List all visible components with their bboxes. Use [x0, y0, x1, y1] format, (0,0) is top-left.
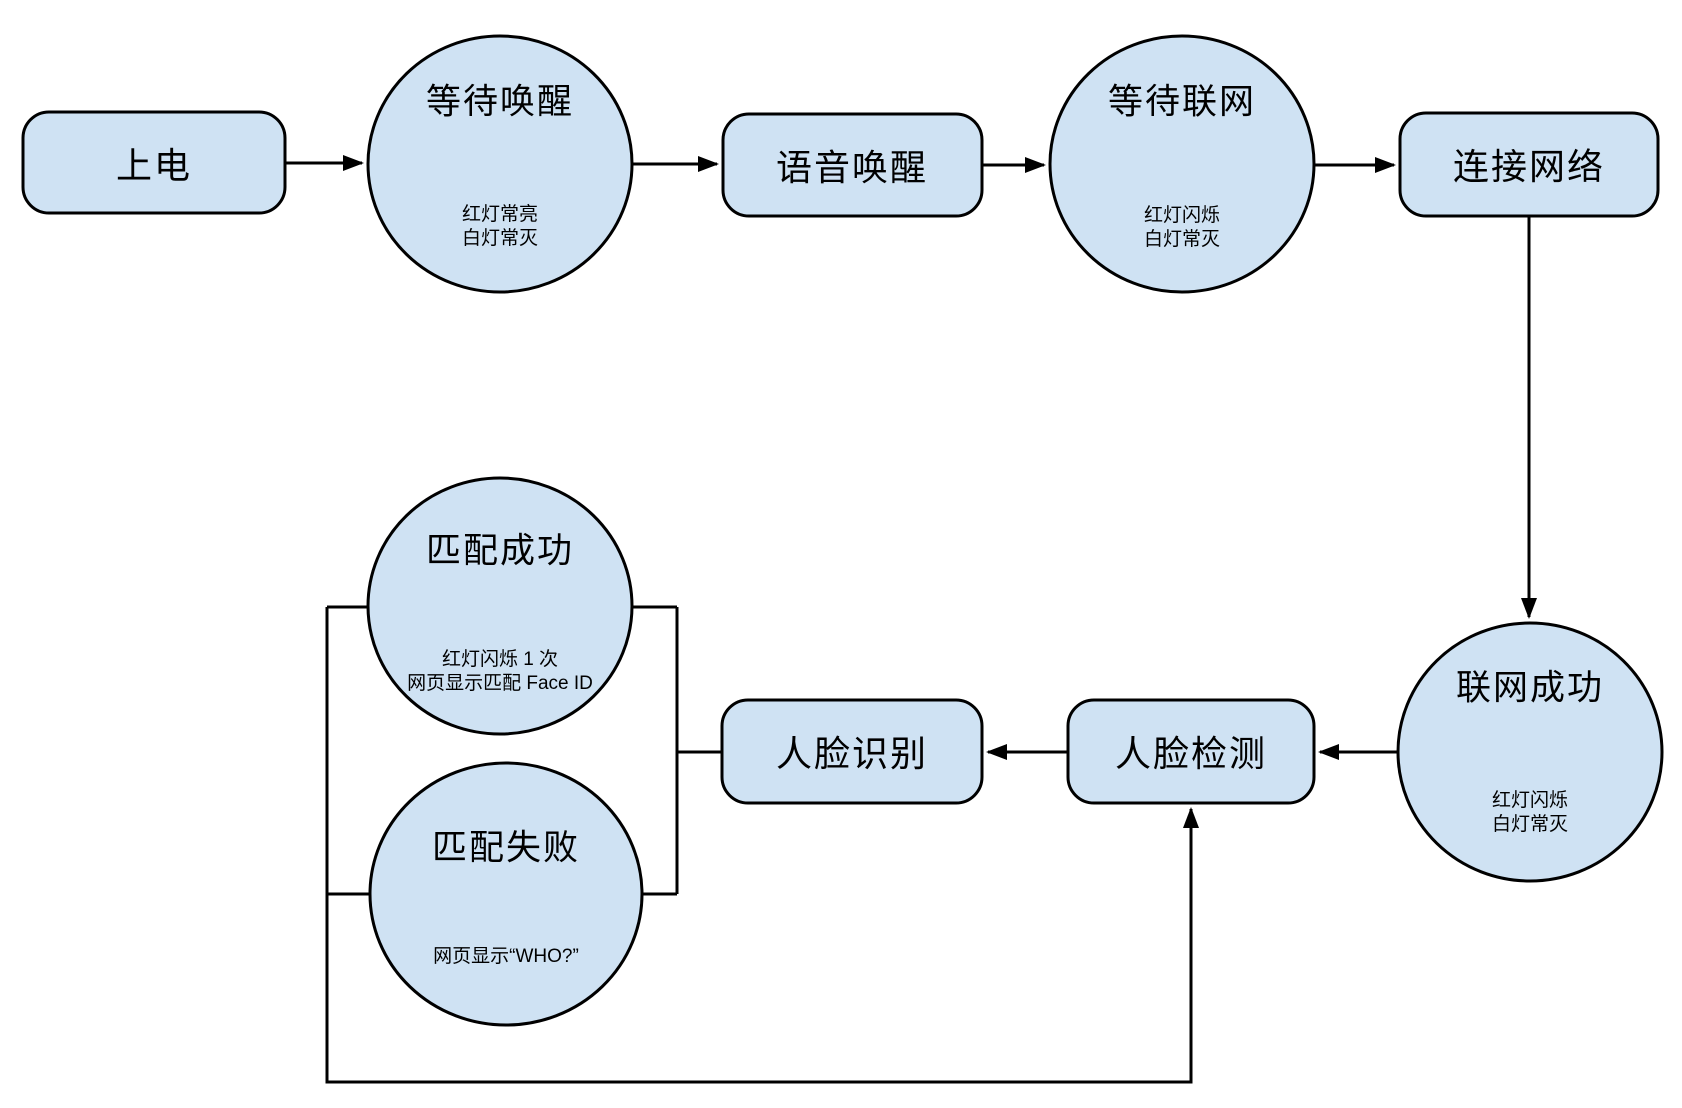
node-voice-wake-shape: [721, 112, 984, 218]
connectors: [285, 155, 1537, 1084]
node-match-success-note: 红灯闪烁 1 次 网页显示匹配 Face ID: [407, 648, 593, 696]
note-line: 白灯常灭: [1143, 229, 1221, 250]
note-line: 红灯闪烁 1 次: [441, 649, 559, 670]
nodes: [21, 34, 1664, 1027]
node-network-success-note: 红灯闪烁 白灯常灭: [1492, 789, 1568, 837]
note-line: 网页显示匹配 Face ID: [407, 673, 593, 694]
note-line: 红灯闪烁: [1491, 790, 1569, 811]
note-line: 网页显示“WHO?”: [433, 946, 579, 967]
node-face-detect-shape: [1066, 698, 1316, 805]
node-match-success-shape: [366, 476, 634, 736]
node-wait-network-note: 红灯闪烁 白灯常灭: [1144, 204, 1220, 252]
arrow-loop-to-face-detect: [325, 607, 1199, 1084]
node-network-success-shape: [1396, 621, 1664, 883]
node-match-fail-title: 匹配失败: [431, 828, 581, 868]
node-wait-network-title: 等待联网: [1107, 82, 1257, 122]
note-line: 白灯常灭: [461, 228, 539, 249]
node-face-recognize-shape: [720, 698, 984, 805]
node-wait-wake-title: 等待唤醒: [425, 82, 575, 122]
node-power-on-label: 上电: [115, 145, 193, 186]
node-face-recognize-label: 人脸识别: [775, 733, 929, 774]
note-line: 红灯常亮: [461, 204, 539, 225]
note-line: 红灯闪烁: [1143, 205, 1221, 226]
node-wait-wake-shape: [366, 34, 634, 294]
node-wait-wake-note: 红灯常亮 白灯常灭: [462, 203, 538, 251]
node-power-on-shape: [21, 110, 287, 215]
note-line: 白灯常灭: [1491, 814, 1569, 835]
node-face-detect-label: 人脸检测: [1114, 733, 1268, 774]
node-connect-network-shape: [1398, 111, 1660, 218]
node-match-fail-shape: [368, 761, 644, 1027]
node-connect-network-label: 连接网络: [1452, 146, 1606, 187]
node-voice-wake-label: 语音唤醒: [775, 147, 929, 188]
node-match-success-title: 匹配成功: [425, 531, 575, 571]
node-network-success-title: 联网成功: [1455, 668, 1605, 708]
node-match-fail-note: 网页显示“WHO?”: [433, 945, 579, 969]
node-wait-network-shape: [1048, 34, 1316, 294]
